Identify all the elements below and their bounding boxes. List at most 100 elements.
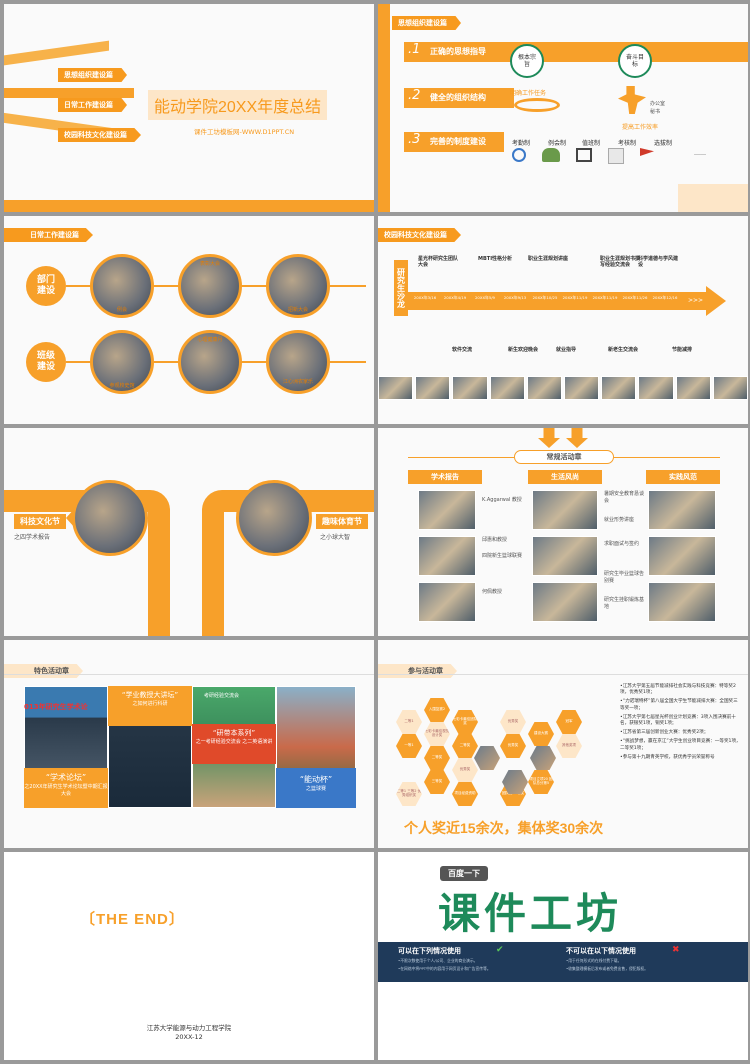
right-label: 趣味体育节 — [316, 514, 368, 529]
strip-photo-3 — [452, 376, 488, 400]
timeline-bar — [408, 292, 708, 310]
hex-photo-1 — [474, 746, 500, 770]
award-hex: 优秀奖 — [452, 758, 478, 782]
timeline-bottom-event: 新老生交流会 — [608, 347, 639, 353]
menu-item-1[interactable]: 思想组织建设篇 — [58, 68, 127, 82]
strip-photo-7 — [601, 376, 637, 400]
strip-photo-8 — [638, 376, 674, 400]
row2-num: .2 — [408, 88, 421, 103]
menu-item-3[interactable]: 校园科技文化建设篇 — [58, 128, 141, 142]
right-column — [202, 512, 224, 636]
cannot-line-2: •收集整理模板后发布或者免费出售，侵犯版权。 — [566, 966, 648, 971]
dept-circle: 部门建设 — [26, 266, 66, 306]
timeline-bottom-event: 新生欢迎晚会 — [508, 347, 539, 353]
timeline-bottom-event: 软件交流 — [452, 347, 473, 353]
timeline-date: 20XX年12/16 — [652, 295, 678, 300]
timeline-date: 20XX年9/13 — [503, 295, 527, 300]
series-title: “研带本系列” — [212, 729, 256, 737]
top-line — [378, 674, 748, 675]
col-head-academic: 学术报告 — [408, 470, 482, 484]
award-4: •江苏省第三届创新创业大赛：优秀奖2项； — [620, 730, 709, 736]
dept-label: 部门建设 — [36, 275, 55, 296]
life-photo-3 — [532, 582, 598, 622]
timeline-top-event: 星光杯研究生团队大会 — [418, 256, 459, 269]
practice-photo-1 — [648, 490, 716, 530]
practice-photo-3 — [648, 582, 716, 622]
left-edge-band — [378, 4, 390, 212]
award-2: •“力诺瑞特杯”第八届全国大学生节能减排大赛：全国奖三等奖一项； — [620, 699, 738, 711]
org-figure-icon — [618, 86, 646, 114]
timeline-date: 20XX年11/19 — [562, 295, 588, 300]
bubble-goal-label: 奋斗目标 — [625, 53, 644, 68]
brand-logo: 课件工坊 — [438, 890, 623, 937]
award-hex: 其他奖项 — [556, 734, 582, 758]
slide-daily-work: 日常工作建设篇 部门建设 班级建设 例会 表彰大会 招新大会 参观校史馆 心理健… — [4, 216, 374, 424]
row1-band — [404, 42, 748, 62]
timeline-arrow-text: >>> — [688, 297, 704, 304]
row3-band — [404, 132, 504, 152]
col-head-practice: 实践风范 — [646, 470, 720, 484]
menu-item-2[interactable]: 日常工作建设篇 — [58, 98, 127, 112]
award-hex: 二等奖 — [424, 746, 450, 770]
rule-more: …… — [694, 150, 706, 157]
right-photo — [236, 480, 312, 556]
award-hex: 二等1 — [396, 710, 422, 734]
slide-featured-activities: 特色活动章 013年研究生学术论 “学术论坛” 之20XX年研究生学术论坛暨中期… — [4, 640, 374, 848]
award-5: •“挑战梦想，赢在京江”大学生创业项目竞赛：一等奖1项，二等奖1项； — [620, 739, 741, 751]
cannot-line-1: •用于任何形式的在线付费下载。 — [566, 958, 622, 963]
series-caption: “研带本系列” 之一考研经验交流会 之二英语演讲 — [192, 724, 276, 764]
slide-brand: 百度一下 课件工坊 可以在下列情况使用 ✔ •不限次数使用于个人/公司、企业的商… — [378, 852, 748, 1060]
cover-subtitle: 课件工坊模板网-WWW.D1PPT.CN — [194, 128, 295, 136]
row1-label: 正确的思想指导 — [430, 47, 486, 56]
strip-photo-4 — [489, 376, 525, 400]
header-line-r — [614, 457, 720, 458]
rule-attendance: 考勤制 — [512, 140, 531, 147]
bubble-goal: 奋斗目标 — [618, 44, 652, 78]
photo-meeting-label: 例会 — [116, 307, 127, 313]
photo-mental-label: 心理健康月 — [197, 337, 223, 343]
checklist-icon — [608, 148, 624, 164]
series-banner: 考研经验交流会 — [204, 693, 240, 699]
right-sub: 之小球大智 — [320, 534, 351, 541]
row1-num: .1 — [408, 42, 421, 57]
timeline-date: 20XX年5/9 — [475, 295, 495, 300]
salon-box: 研究生沙龙 — [394, 260, 408, 316]
cover-mid-band — [4, 88, 134, 98]
strip-photo-6 — [564, 376, 600, 400]
award-hex: 入围复赛2 — [424, 698, 450, 722]
bubble-purpose-label: 根本宗旨 — [517, 53, 536, 68]
award-hex: 优秀奖 — [500, 710, 526, 734]
timeline-top-event: 科学道德与学风建设 — [638, 256, 679, 269]
class-circle: 班级建设 — [26, 342, 66, 382]
end-text: THE END — [96, 911, 169, 928]
section-tag: 思想组织建设篇 — [392, 16, 461, 30]
photo-strip — [378, 376, 748, 400]
prof-aggarwal: K.Aggarwal 教授 — [482, 497, 522, 503]
timeline-top-event: 职业生涯规划书撰写经验交流会 — [600, 256, 641, 269]
award-hex: 建设大赛 — [528, 722, 554, 746]
col-head-life: 生活风尚 — [528, 470, 602, 484]
end-title: 〔THE END〕 — [80, 908, 185, 929]
secretary-item: 秘书 — [650, 109, 661, 115]
lecture-caption: “学业教授大讲坛” 之如何进行科研 — [108, 686, 192, 726]
photo-farm — [266, 330, 330, 394]
timeline-date: 20XX年3/16 — [413, 295, 437, 300]
award-hex: 七彩卡最佳视觉设计奖 — [424, 722, 450, 746]
calendar-icon — [576, 148, 592, 162]
section-tag: 日常工作建设篇 — [4, 228, 93, 242]
left-photo — [72, 480, 148, 556]
strip-photo-1 — [378, 376, 414, 400]
award-1: •江苏大学第五届节能减排社会实践与科技竞赛：特等奖2项，优秀奖1项； — [620, 684, 736, 696]
series-sub: 之一考研经验交流会 之二英语演讲 — [195, 739, 273, 745]
practice-1: 暑期安全教育恳谈会 — [604, 491, 645, 504]
lecture-title: “学业教授大讲坛” — [121, 691, 179, 699]
forum-caption: “学术论坛” 之20XX年研究生学术论坛暨中期汇报大会 — [24, 768, 108, 808]
award-hex: 三等奖 — [424, 770, 450, 794]
award-hex: 项目立项20 团队总分第5 — [528, 770, 554, 794]
clock-icon — [512, 148, 526, 162]
cannot-title: 不可以在以下情况使用 — [566, 947, 636, 955]
baidu-pill[interactable]: 百度一下 — [440, 866, 488, 881]
header-line — [408, 457, 514, 458]
cover-top-band — [4, 40, 109, 66]
